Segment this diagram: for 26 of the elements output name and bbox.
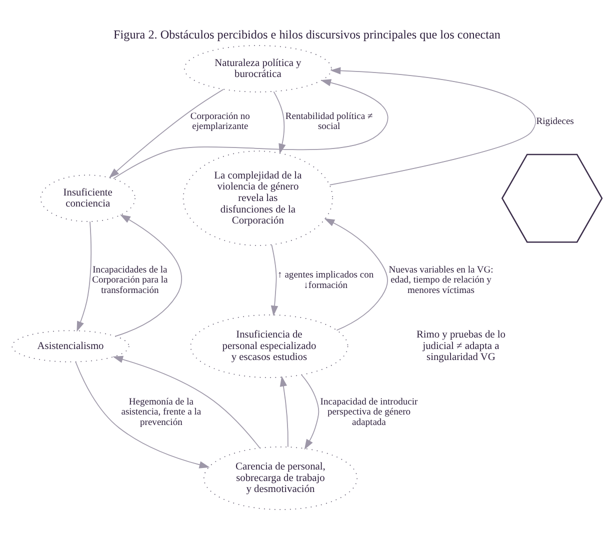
arrow [301, 374, 320, 450]
arrow [76, 220, 92, 332]
edge-label: Rigideces [536, 115, 574, 126]
diagram-title: Figura 2. Obstáculos percibidos e hilos discursivos principales que los conectan [114, 27, 500, 42]
label: Rimo y pruebas de lo judicial ≠ adapta a singularidad VG [416, 329, 506, 363]
edge-label: Incapacidades de la Corporación para la transformación [92, 264, 168, 296]
edge-label: Incapacidad de introducir perspectiva de género adaptada [320, 396, 418, 428]
arrow [108, 88, 224, 178]
arrow [270, 244, 278, 316]
edge-label: Nuevas variables en la VG: edad, tiempo de relación y menores víctimas [388, 264, 494, 296]
arrow [112, 355, 260, 448]
arrow [329, 66, 536, 185]
node-ellipse: Carencia de personal, sobrecarga de trabajo y desmotivación [203, 446, 358, 510]
node-ellipse: La complejidad de la violencia de género revela las disfunciones de la Corporación [182, 150, 334, 246]
arrow [113, 78, 388, 179]
arrow [115, 214, 182, 336]
node-ellipse: Insuficiencia de personal especializado y escasos estudios [190, 314, 348, 378]
arrow [280, 376, 288, 447]
arrow [273, 90, 286, 154]
edge-label: Rentabilidad política ≠ social [285, 110, 373, 132]
edge-label: Corporación no ejemplarizante [190, 110, 250, 132]
arrow [324, 218, 388, 330]
edge-label: ↑ agentes implicados con ↓formación [278, 268, 374, 290]
arrow [75, 360, 210, 468]
edge-label: Hegemonía de la asistencia, frente a la prevención [121, 396, 202, 428]
node-hexagon [501, 153, 603, 242]
